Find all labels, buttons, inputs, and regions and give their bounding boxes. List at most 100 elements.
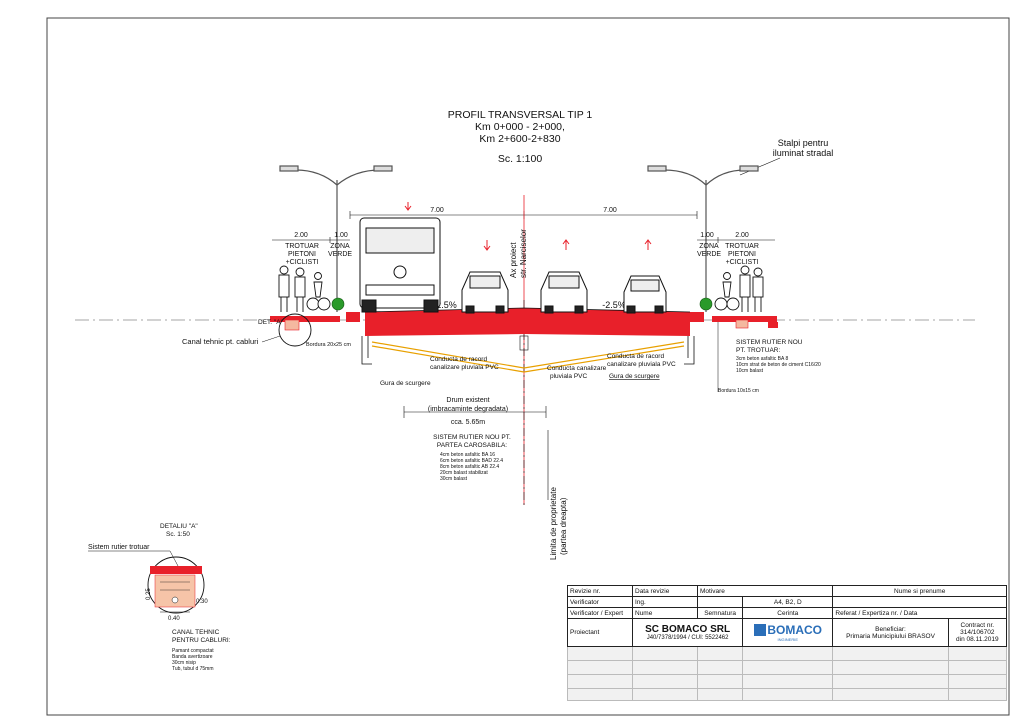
tb-contract-3: din 08.11.2019: [956, 636, 999, 643]
pavement-structure: [365, 308, 690, 336]
stalpi-label-1: Stalpi pentru: [778, 138, 829, 148]
tb-company-cell: SC BOMACO SRL J40/7378/1994 / CUI: 55224…: [631, 618, 744, 647]
dim-det1: 0.40: [168, 616, 180, 622]
conducta-mid-1: Conducta canalizare: [547, 365, 607, 372]
car-1: [461, 271, 509, 314]
gura-right: Gura de scurgere: [609, 373, 660, 380]
bordura-right-label: Bordura 10x15 cm: [718, 388, 759, 394]
dim-right-sidewalk: 2.00: [735, 232, 749, 239]
tb-verificator: Verificator: [567, 596, 633, 608]
tb-logo: BOMACO: [767, 623, 823, 637]
street-light-right: [647, 165, 759, 312]
sistem-parte-4: 6cm beton asfaltic BAD 22.4: [440, 458, 503, 464]
zone-labels: TROTUAR PIETONI +CICLISTI ZONA VERDE ZON…: [285, 243, 759, 266]
right-trench: [735, 319, 749, 329]
sistem-trotuar-5: 10cm balast: [736, 368, 764, 374]
sistem-trotuar-3: 3cm beton asfaltic BA 8: [736, 356, 788, 362]
trotuar-left-1: TROTUAR: [285, 243, 319, 250]
dim-left-sidewalk: 2.00: [294, 232, 308, 239]
direction-arrows: [404, 202, 652, 251]
tb-beneficiar: Beneficiar:: [875, 625, 906, 633]
truck: [359, 217, 441, 313]
tb-nume: Nume: [632, 607, 698, 619]
dim-right-green: 1.00: [700, 232, 714, 239]
trotuar-left-2: PIETONI: [288, 251, 316, 258]
limita-1: Limita de proprietate: [549, 487, 558, 560]
title-line3: Km 2+600-2+830: [479, 133, 560, 145]
zona-left-1: ZONA: [330, 243, 350, 250]
conducta-left-2: canalizare pluviala PVC: [430, 364, 499, 371]
car-3: [623, 275, 667, 314]
dim-det3: 0.30: [196, 599, 208, 605]
curb-right: [690, 312, 704, 322]
detaliu-2: Sc. 1:50: [166, 531, 190, 538]
axis-label-1: Ax proiect: [509, 242, 518, 278]
tb-referat: Referat / Expertiza nr. / Data: [832, 607, 1007, 619]
canal-tehnic-4: Banda avertizoare: [172, 654, 213, 660]
drainage: [361, 336, 695, 365]
title-scale: Sc. 1:100: [498, 153, 543, 165]
drum-2: (imbracaminte degradata): [428, 406, 508, 413]
tb-beneficiar-cell: Beneficiar: Primaria Municipiului BRASOV: [832, 618, 949, 647]
title-block: Revizie nr. Data revizie Motivare Nume s…: [567, 585, 1008, 723]
sistem-parte-7: 30cm balast: [440, 476, 468, 482]
conducta-right-2: canalizare pluviala PVC: [607, 361, 676, 368]
shrubs: [331, 297, 713, 311]
dim-right-lane: 7.00: [603, 207, 617, 214]
tb-revizie: Revizie nr.: [567, 585, 633, 597]
sheet-border: [46, 17, 1010, 716]
street-light-left: [279, 165, 393, 312]
title-line1: PROFIL TRANSVERSAL TIP 1: [448, 109, 593, 121]
pedestrians-right: [714, 265, 764, 312]
dim-left-green: 1.00: [334, 232, 348, 239]
canal-tehnic-1: CANAL TEHNIC: [172, 629, 220, 636]
tb-data-revizie: Data revizie: [632, 585, 698, 597]
det-a-label: DET. "A": [258, 319, 284, 326]
tb-contract-1: Contract nr.: [960, 622, 995, 629]
sistem-parte-5: 8cm beton asfaltic AB 22.4: [440, 464, 499, 470]
canal-tehnic-3: Pamant compactat: [172, 648, 214, 654]
trotuar-right-1: TROTUAR: [725, 243, 759, 250]
slope-right: -2.5%: [602, 300, 626, 310]
trotuar-right-3: +CICLISTI: [726, 259, 759, 266]
sistem-rutier-trotuar: Sistem rutier trotuar: [88, 544, 150, 551]
tb-logo-cell: BOMACO INGINERIE: [742, 618, 834, 647]
dim-det2: 0.25: [146, 588, 152, 600]
tb-ing: Ing.: [632, 596, 698, 608]
sidewalk-right: [712, 316, 777, 322]
zona-left-2: VERDE: [328, 251, 352, 258]
tb-proiectant: Proiectant: [567, 618, 633, 647]
tb-logo-sub: INGINERIE: [777, 637, 798, 642]
bordura-left-label: Bordura 20x25 cm: [306, 342, 351, 348]
sidewalk-left: [270, 316, 340, 322]
bomaco-logo-icon: [753, 624, 766, 636]
tb-beneficiar-name: Primaria Municipiului BRASOV: [846, 632, 935, 640]
tb-verificator-expert: Verificator / Expert: [567, 607, 633, 619]
sistem-parte: SISTEM RUTIER NOU PT. PARTEA CAROSABILA:…: [433, 434, 511, 482]
conducta-mid-2: pluviala PVC: [550, 373, 588, 380]
right-edge-block: [768, 322, 778, 328]
sistem-trotuar-1: SISTEM RUTIER NOU: [736, 339, 803, 346]
profile-title: PROFIL TRANSVERSAL TIP 1 Km 0+000 - 2+00…: [448, 109, 593, 165]
tb-nume-prenume: Nume si prenume: [832, 585, 1007, 597]
zona-right-1: ZONA: [699, 243, 719, 250]
canal-tehnic-notes: CANAL TEHNIC PENTRU CABLURI: Pamant comp…: [172, 629, 231, 672]
detaliu-1: DETALIU "A": [160, 523, 198, 530]
tb-contract-2: 314/106702: [960, 629, 995, 636]
drum-1: Drum existent: [446, 397, 489, 404]
sistem-parte-3: 4cm beton asfaltic BA 16: [440, 452, 495, 458]
trotuar-right-2: PIETONI: [728, 251, 756, 258]
tb-company-reg: J40/7378/1994 / CUI: 5522462: [646, 635, 729, 641]
stalpi-leader: [739, 157, 781, 176]
title-line2: Km 0+000 - 2+000,: [475, 121, 565, 133]
detail-a-drawing: [147, 556, 205, 614]
sistem-parte-2: PARTEA CAROSABILA:: [437, 442, 507, 449]
axis-label-2: str. Narciselor: [519, 229, 528, 278]
sistem-trotuar-2: PT. TROTUAR:: [736, 347, 780, 354]
stalpi-label-2: iluminat stradal: [773, 148, 834, 158]
sistem-trotuar-4: 10cm strat de beton de ciment C16/20: [736, 362, 821, 368]
curb-left: [346, 312, 360, 322]
canal-label: Canal tehnic pt. cabluri: [182, 337, 259, 346]
zona-right-2: VERDE: [697, 251, 721, 258]
